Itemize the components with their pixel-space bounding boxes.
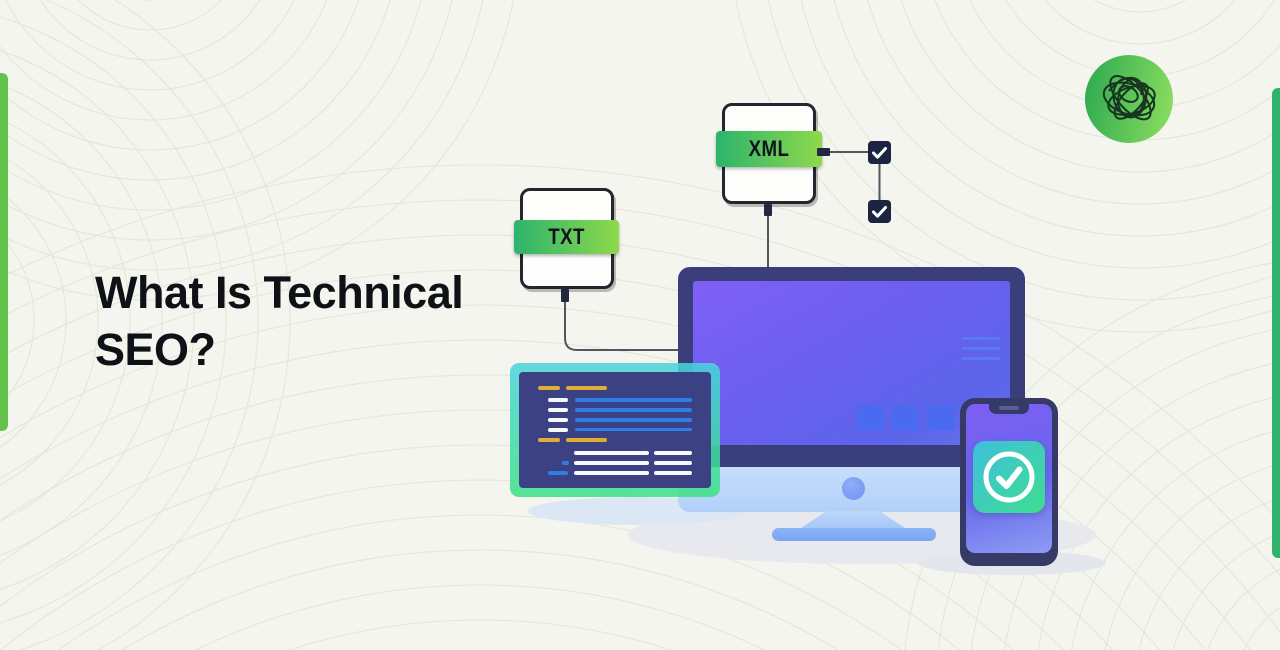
checkmark-icon — [872, 147, 887, 159]
code-line — [575, 398, 692, 402]
code-line — [654, 471, 692, 475]
code-line — [562, 461, 569, 465]
screen-tile — [857, 405, 884, 430]
monitor-stand — [798, 511, 908, 530]
code-line — [538, 438, 560, 442]
code-line — [574, 461, 649, 465]
left-accent-bar — [0, 73, 8, 431]
code-line — [574, 451, 649, 455]
code-line — [654, 461, 692, 465]
screen-tile — [892, 405, 919, 430]
code-line — [574, 471, 649, 475]
txt-file-band: TXT — [514, 220, 619, 254]
screen-tile — [927, 405, 954, 430]
code-line — [548, 408, 568, 412]
code-line — [548, 418, 568, 422]
txt-to-monitor-wire — [564, 300, 682, 351]
code-line — [548, 471, 568, 475]
txt-wire-plug — [561, 289, 569, 302]
txt-file-label: TXT — [548, 224, 585, 249]
code-line — [575, 428, 692, 431]
code-line — [566, 438, 607, 442]
brand-logo — [1085, 55, 1173, 143]
checked-checkbox-1 — [868, 141, 891, 164]
xml-wire-plug-bottom — [764, 204, 772, 216]
screen-menu-line — [962, 347, 1000, 350]
screen-menu-line — [962, 357, 1000, 360]
check-circle-icon — [983, 451, 1035, 503]
logo-scribble-icon — [1102, 75, 1156, 121]
code-line — [575, 408, 692, 412]
page-title: What Is Technical SEO? — [95, 267, 464, 376]
xml-file-band: XML — [716, 131, 822, 167]
right-accent-bar — [1272, 88, 1280, 558]
phone-speaker — [999, 406, 1019, 410]
code-line — [575, 418, 692, 422]
screen-menu-line — [962, 337, 1000, 340]
code-editor-panel — [519, 372, 711, 488]
checked-checkbox-2 — [868, 200, 891, 223]
monitor-screen — [693, 281, 1010, 445]
xml-wire-plug-right — [817, 148, 830, 156]
code-line — [538, 386, 560, 390]
code-line — [548, 428, 568, 432]
verified-card — [973, 441, 1045, 513]
monitor-base — [772, 528, 936, 541]
code-line — [566, 386, 607, 390]
monitor-logo-dot — [842, 477, 865, 500]
checkmark-icon — [872, 206, 887, 218]
code-line — [654, 451, 692, 455]
xml-file-label: XML — [748, 136, 790, 161]
code-line — [548, 398, 568, 402]
